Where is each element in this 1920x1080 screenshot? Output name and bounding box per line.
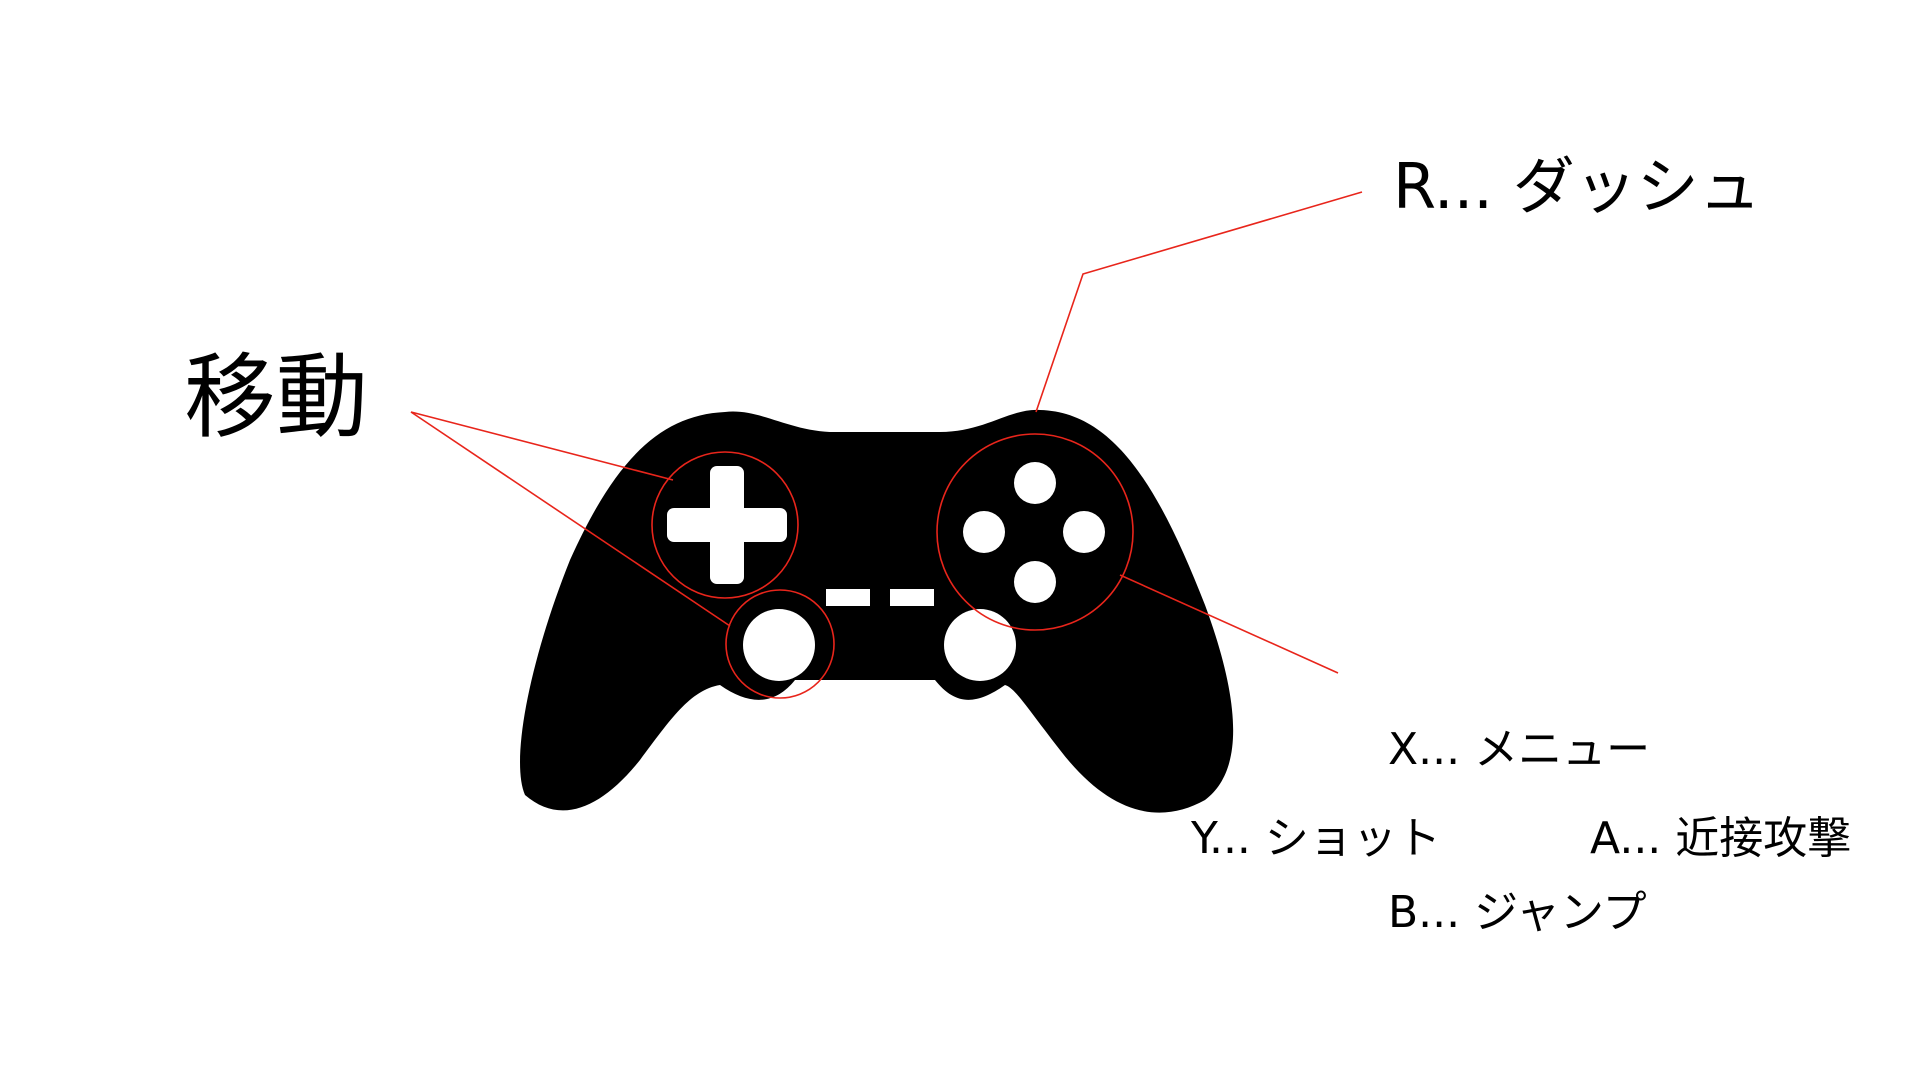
face-buttons-callout-circle [936, 433, 1134, 631]
callout-circles [651, 433, 1134, 699]
r-leader [1035, 191, 1363, 413]
center-buttons [826, 589, 934, 606]
controller-body [520, 409, 1234, 813]
start-button [890, 589, 934, 606]
left-stick [743, 609, 815, 681]
label-move: 移動 [184, 344, 369, 451]
move-leader-dpad [410, 411, 674, 481]
face-button-right [1063, 511, 1105, 553]
dpad-callout-circle [651, 451, 799, 599]
left-stick-callout-circle [725, 589, 835, 699]
right-stick [944, 609, 1016, 681]
face-button-bottom [1014, 561, 1056, 603]
dpad-icon [667, 466, 787, 584]
label-b-jump: B... ジャンプ [1388, 887, 1647, 938]
face-button-left [963, 511, 1005, 553]
label-a-melee: A... 近接攻撃 [1590, 813, 1852, 864]
face-buttons [963, 462, 1105, 603]
select-button [826, 589, 870, 606]
face-button-top [1014, 462, 1056, 504]
label-y-shot: Y... ショット [1191, 813, 1441, 864]
label-x-menu: X... メニュー [1388, 724, 1651, 775]
label-r-dash: R... ダッシュ [1393, 150, 1761, 223]
callout-lines [410, 191, 1363, 674]
face-leader [1119, 574, 1339, 674]
move-leader-stick [410, 411, 731, 627]
